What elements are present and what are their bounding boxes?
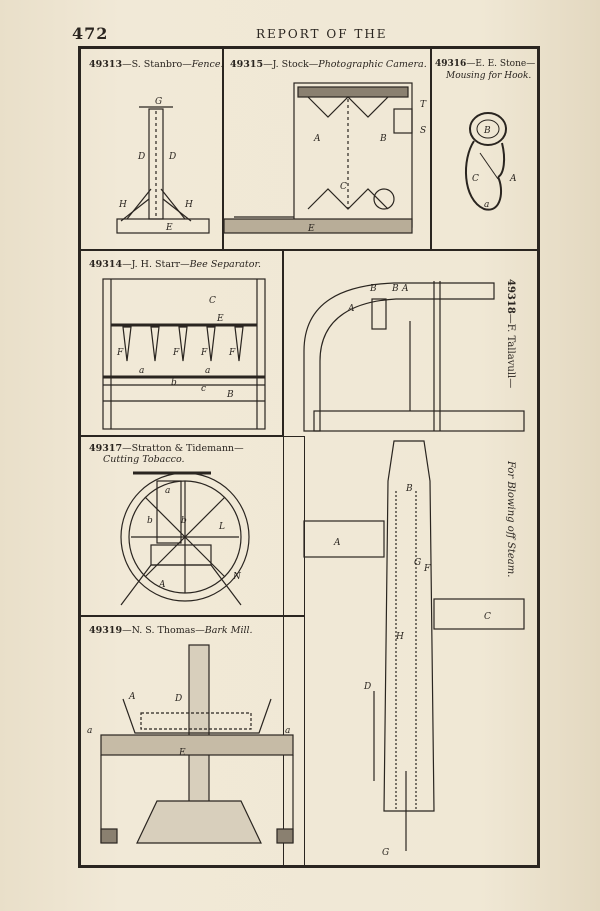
label-C: C xyxy=(484,612,491,622)
label-F: F xyxy=(172,348,180,358)
label-A: A xyxy=(333,538,341,548)
label-A: A xyxy=(347,304,355,314)
label-a: a xyxy=(87,726,92,736)
label-L: L xyxy=(218,522,225,532)
caption-tobacco-title: Cutting Tobacco. xyxy=(103,454,185,465)
label-c: c xyxy=(201,384,206,394)
label-A: A xyxy=(158,580,166,590)
label-G: G xyxy=(414,558,421,568)
bee-figure: C E F F F F a a b c B xyxy=(102,278,266,430)
panel-hook: 49316—E. E. Stone— Mousing for Hook. B C… xyxy=(431,48,538,250)
panel-camera: 49315—J. Stock—Photographic Camera. A B … xyxy=(223,48,431,250)
label-a: a xyxy=(285,726,290,736)
hook-figure: B C A a xyxy=(465,112,517,211)
label-H: H xyxy=(118,200,127,210)
label-A: A xyxy=(509,174,517,184)
caption-hook-title: Mousing for Hook. xyxy=(446,71,532,81)
label-B: B xyxy=(405,484,413,494)
label-H: H xyxy=(395,632,404,642)
label-C: C xyxy=(209,296,216,306)
label-F: F xyxy=(200,348,208,358)
label-E: E xyxy=(165,223,173,233)
caption-fence: 49313—S. Stanbro—Fence. xyxy=(89,59,223,70)
label-C: C xyxy=(472,174,479,184)
bark-figure: A D a a E xyxy=(87,644,294,844)
plate-frame: 49313—S. Stanbro—Fence. G D D H H E xyxy=(78,46,540,868)
caption-hook: 49316—E. E. Stone— xyxy=(435,59,536,69)
label-N: N xyxy=(232,572,242,582)
label-D: D xyxy=(168,152,176,162)
steam-figure: B B A A B A G F H D C G xyxy=(303,281,525,858)
label-b: b xyxy=(181,516,187,526)
label-F: F xyxy=(116,348,124,358)
tobacco-figure: a b b L A N xyxy=(120,471,250,606)
panel-bee: 49314—J. H. Starr—Bee Separator. C E F F xyxy=(80,250,283,436)
caption-bark: 49319—N. S. Thomas—Bark Mill. xyxy=(89,625,253,636)
label-a: a xyxy=(205,366,210,376)
caption-tobacco: 49317—Stratton & Tidemann— xyxy=(89,443,244,454)
label-G: G xyxy=(382,848,389,858)
camera-figure: A B C T S E xyxy=(224,82,427,234)
label-D: D xyxy=(137,152,145,162)
label-A: A xyxy=(401,284,409,294)
label-B: B xyxy=(379,134,387,144)
page-number: 472 xyxy=(72,24,109,43)
caption-bee: 49314—J. H. Starr—Bee Separator. xyxy=(89,259,261,270)
label-E: E xyxy=(307,224,315,234)
label-F: F xyxy=(423,564,431,574)
label-b: b xyxy=(147,516,153,526)
label-B: B xyxy=(391,284,399,294)
panel-fence: 49313—S. Stanbro—Fence. G D D H H E xyxy=(80,48,223,250)
label-a: a xyxy=(165,486,170,496)
label-F: F xyxy=(228,348,236,358)
label-H: H xyxy=(184,200,193,210)
page-header: 472 REPORT OF THE xyxy=(72,24,542,44)
caption-camera: 49315—J. Stock—Photographic Camera. xyxy=(230,59,427,70)
label-B: B xyxy=(483,126,491,136)
label-E: E xyxy=(216,314,224,324)
label-B: B xyxy=(369,284,377,294)
label-B: B xyxy=(226,390,234,400)
running-title: REPORT OF THE xyxy=(256,27,388,41)
fence-figure: G D D H H E xyxy=(116,97,210,234)
panel-bark: 49319—N. S. Thomas—Bark Mill. A D a a E xyxy=(80,616,305,866)
label-G: G xyxy=(155,97,162,107)
label-D: D xyxy=(174,694,182,704)
label-a: a xyxy=(484,200,489,210)
panel-tobacco: 49317—Stratton & Tidemann— Cutting Tobac… xyxy=(80,436,305,616)
label-C: C xyxy=(340,182,347,192)
label-A: A xyxy=(128,692,136,702)
label-E: E xyxy=(178,748,186,758)
label-D: D xyxy=(363,682,371,692)
label-S: S xyxy=(420,126,426,136)
label-T: T xyxy=(420,100,427,110)
label-b: b xyxy=(171,378,177,388)
panel-steam: 49318—F. Tallavull— For Blowing off Stea… xyxy=(283,250,538,866)
label-a: a xyxy=(139,366,144,376)
label-A: A xyxy=(313,134,321,144)
